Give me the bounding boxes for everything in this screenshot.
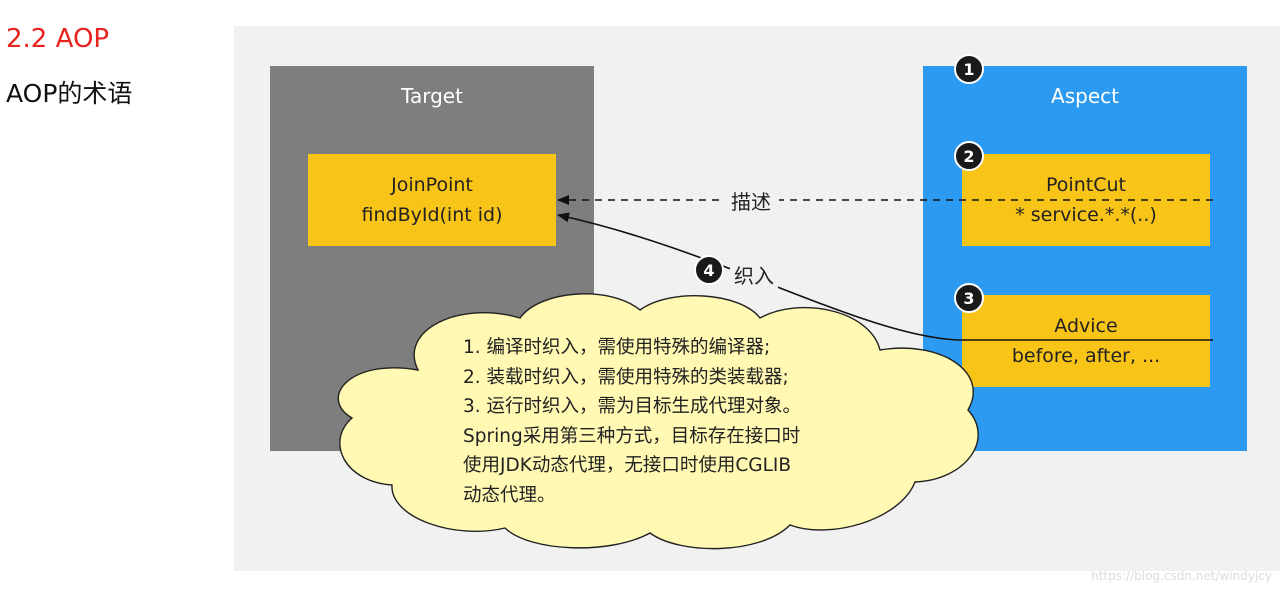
target-title: Target: [401, 84, 463, 108]
pointcut-label: PointCut: [1046, 174, 1126, 196]
cloud-text: 1. 编译时织入，需使用特殊的编译器; 2. 装载时织入，需使用特殊的类装载器;…: [463, 333, 801, 511]
advice-types: before, after, ...: [1011, 345, 1161, 367]
badge-1: 1: [954, 54, 984, 84]
pointcut-box: PointCut * service.*.*(..): [962, 154, 1210, 246]
note-cloud: [337, 293, 979, 550]
section-subtitle: AOP的术语: [6, 79, 133, 108]
advice-label: Advice: [1054, 315, 1118, 337]
section-heading: 2.2 AOP: [6, 24, 110, 54]
describe-label: 描述: [723, 186, 779, 215]
joinpoint-method: findById(int id): [361, 204, 503, 226]
cloud-line: 使用JDK动态代理，无接口时使用CGLIB: [463, 455, 792, 477]
badge-4: 4: [694, 255, 724, 285]
cloud-line: 动态代理。: [463, 484, 556, 506]
aspect-title: Aspect: [1051, 84, 1119, 108]
joinpoint-label: JoinPoint: [391, 174, 473, 196]
weave-arrow: [557, 212, 1213, 341]
badge-2: 2: [954, 141, 984, 171]
advice-box: Advice before, after, ...: [962, 295, 1210, 387]
pointcut-expression: * service.*.*(..): [1015, 204, 1157, 226]
joinpoint-box: JoinPoint findById(int id): [308, 154, 556, 246]
watermark: https://blog.csdn.net/windyjcy: [1091, 569, 1272, 583]
cloud-line: 1. 编译时织入，需使用特殊的编译器;: [463, 337, 771, 358]
weave-label: 织入: [730, 260, 778, 289]
cloud-line: Spring采用第三种方式，目标存在接口时: [463, 425, 801, 447]
badge-3: 3: [954, 283, 984, 313]
cloud-line: 2. 装载时织入，需使用特殊的类装载器;: [463, 366, 789, 388]
cloud-line: 3. 运行时织入，需为目标生成代理对象。: [463, 396, 802, 418]
